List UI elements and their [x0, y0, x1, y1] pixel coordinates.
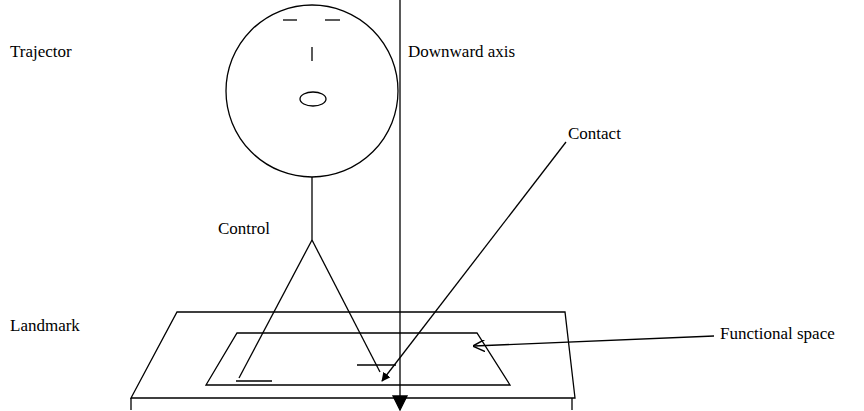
role-label: Control: [217, 219, 271, 239]
contact-leader: [382, 142, 566, 381]
neck: [311, 177, 312, 240]
role-label: Trajector: [9, 42, 73, 62]
axis-label: Downward axis: [407, 42, 516, 62]
nose: [311, 47, 312, 61]
role-label: Landmark: [9, 316, 81, 336]
downward-axis: [399, 0, 400, 398]
surface-edge: [130, 398, 131, 410]
functional-space: [206, 333, 510, 385]
eye: [325, 19, 340, 20]
functional-space-leader: [474, 336, 714, 346]
surface-edge: [571, 398, 572, 410]
head: [226, 5, 398, 177]
mouth: [300, 92, 326, 106]
callout-label: Functional space: [719, 324, 836, 344]
leg: [312, 240, 380, 372]
landmark-surface: [131, 312, 575, 398]
foot: [236, 380, 272, 381]
foot: [357, 364, 396, 365]
leg: [239, 240, 312, 378]
callout-label: Contact: [567, 124, 622, 144]
eye: [283, 19, 297, 20]
